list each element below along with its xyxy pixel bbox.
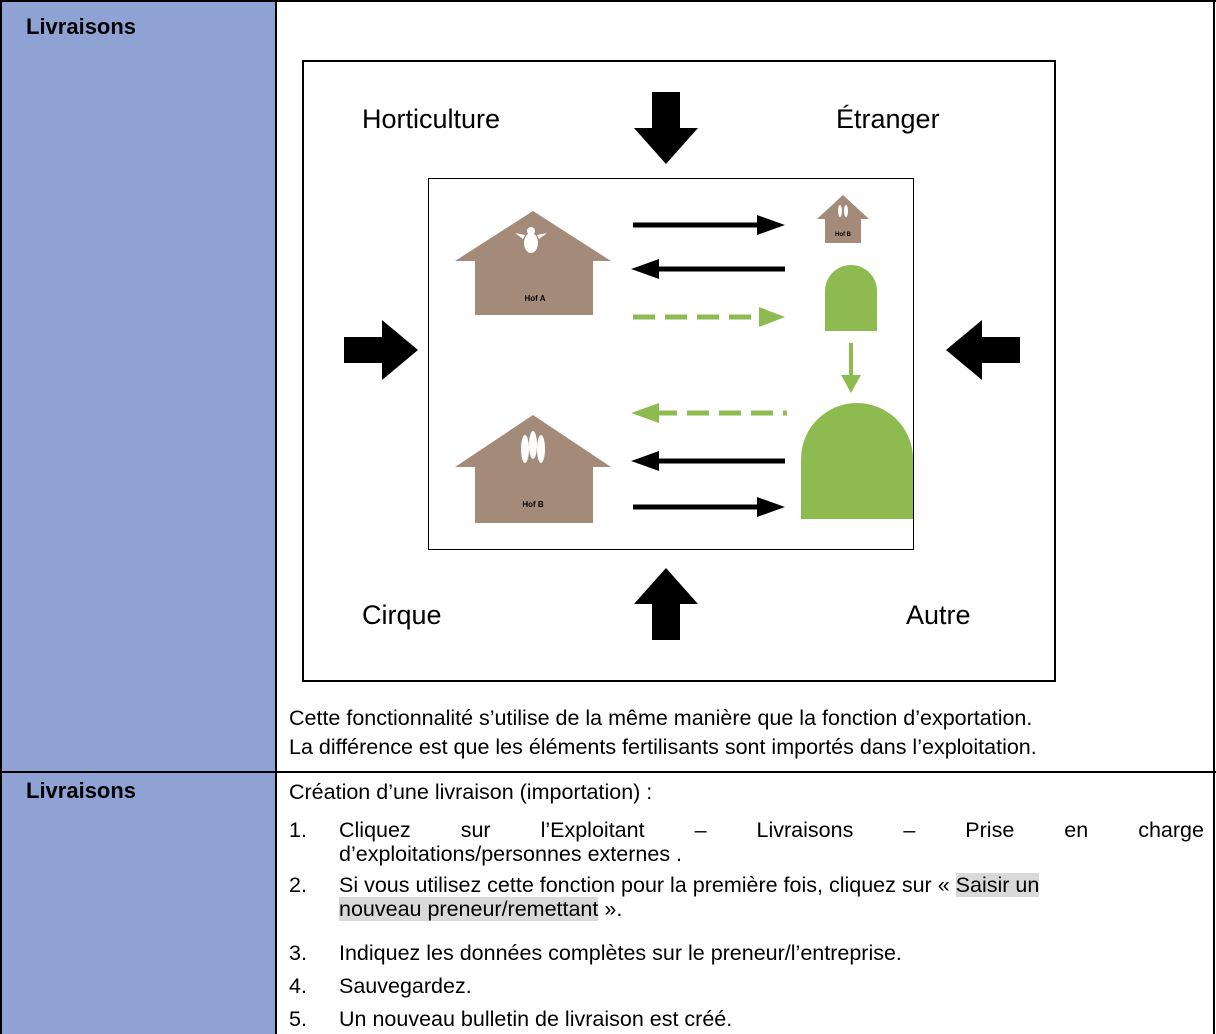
list-item: 3. Indiquez les données complètes sur le… <box>289 941 1204 967</box>
word: l’Exploitant <box>540 818 645 842</box>
step-2-line1: Si vous utilisez cette fonction pour la … <box>339 873 1040 897</box>
description-line-2: La différence est que les éléments ferti… <box>289 735 1037 759</box>
farm-flows: Hof A Hof B Hof B <box>455 195 913 523</box>
step-text: Indiquez les données complètes sur le pr… <box>339 941 902 965</box>
step-1-line2: d’exploitations/personnes externes . <box>339 842 683 866</box>
new-taker-link-cont[interactable]: nouveau preneur/remettant <box>339 897 599 921</box>
delivery-diagram: Horticulture Étranger Cirque Autre Hof A <box>302 60 1056 682</box>
arrow-right-left <box>344 320 418 380</box>
table-border-col <box>275 0 277 1034</box>
step-number: 5. <box>289 1007 307 1031</box>
small-silo <box>825 265 877 331</box>
step-number: 4. <box>289 974 307 998</box>
small-farm-b-body <box>825 217 861 243</box>
label-cirque: Cirque <box>362 600 442 630</box>
word: Prise <box>965 818 1015 842</box>
step-number: 3. <box>289 941 307 965</box>
word: – <box>694 818 707 842</box>
farm-b-label: Hof B <box>522 500 544 509</box>
list-item: 1. Cliquez sur l’Exploitant – Livraisons… <box>289 818 1204 868</box>
farm-boundary: Hof A Hof B Hof B <box>428 178 914 550</box>
step-number: 2. <box>289 873 307 897</box>
step-1-line1: Cliquez sur l’Exploitant – Livraisons – … <box>339 818 1204 842</box>
small-wheat-icon <box>838 205 848 217</box>
arrow-down-top <box>634 92 698 164</box>
steps-intro: Création d’une livraison (importation) : <box>289 780 653 804</box>
step-text: Si vous utilisez cette fonction pour la … <box>339 873 950 897</box>
word: – <box>903 818 916 842</box>
cow-icon <box>515 227 547 253</box>
word: sur <box>460 818 491 842</box>
step-text: ». <box>604 897 623 921</box>
table-border-left <box>0 0 2 1034</box>
row-label: Livraisons <box>26 778 137 803</box>
new-taker-link[interactable]: Saisir un <box>955 873 1040 897</box>
list-item: 2. Si vous utilisez cette fonction pour … <box>289 873 1204 923</box>
word: Livraisons <box>756 818 854 842</box>
table-border-right <box>1213 0 1215 1034</box>
row-label: Livraisons <box>26 14 137 39</box>
list-item: 4. Sauvegardez. <box>289 974 1204 1000</box>
diagram-arrows <box>344 92 1020 640</box>
table-border-middle <box>0 771 1216 773</box>
table-border-top <box>0 0 1216 2</box>
arrow-left-right <box>946 320 1020 380</box>
small-farm-b-roof <box>817 195 869 219</box>
wheat-icon <box>521 431 545 463</box>
step-number: 1. <box>289 818 307 842</box>
large-silo <box>801 403 913 519</box>
label-autre: Autre <box>906 600 971 630</box>
word: Cliquez <box>339 818 411 842</box>
arrow-up-bottom <box>634 568 698 640</box>
label-etranger: Étranger <box>836 104 940 134</box>
step-text: Sauvegardez. <box>339 974 472 998</box>
step-2-line2: nouveau preneur/remettant ». <box>339 897 622 921</box>
farm-a-body <box>475 259 593 315</box>
small-farm-b-label: Hof B <box>835 232 852 238</box>
farm-a-label: Hof A <box>524 294 545 303</box>
step-text: Un nouveau bulletin de livraison est cré… <box>339 1007 733 1031</box>
word: en <box>1064 818 1089 842</box>
description-line-1: Cette fonctionnalité s’utilise de la mêm… <box>289 706 1033 730</box>
row-label-cell: Livraisons <box>0 772 276 1034</box>
list-item: 5. Un nouveau bulletin de livraison est … <box>289 1007 1204 1033</box>
farm-b-body <box>475 465 593 523</box>
label-horticulture: Horticulture <box>362 104 501 134</box>
word: charge <box>1138 818 1204 842</box>
row-label-cell: Livraisons <box>0 0 276 772</box>
